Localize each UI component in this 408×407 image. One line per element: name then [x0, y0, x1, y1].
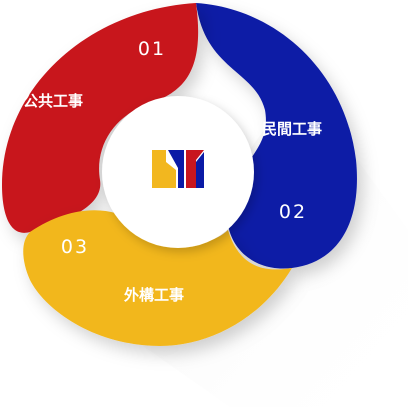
logo-yellow-shape [152, 150, 176, 188]
segment-yellow [23, 210, 292, 346]
segment-number-02: 02 [279, 201, 307, 223]
segment-number-01: 01 [138, 38, 166, 60]
logo-red-shape [186, 150, 204, 188]
logo-navy-shape-2 [196, 152, 204, 188]
segment-label-public-works: 公共工事 [23, 92, 83, 110]
segment-number-03: 03 [61, 236, 89, 258]
company-logo [152, 150, 204, 188]
logo-navy-shape [168, 150, 184, 188]
segment-red [2, 3, 199, 233]
segment-label-exterior-works: 外構工事 [123, 286, 184, 304]
segment-label-private-works: 民間工事 [262, 120, 322, 138]
